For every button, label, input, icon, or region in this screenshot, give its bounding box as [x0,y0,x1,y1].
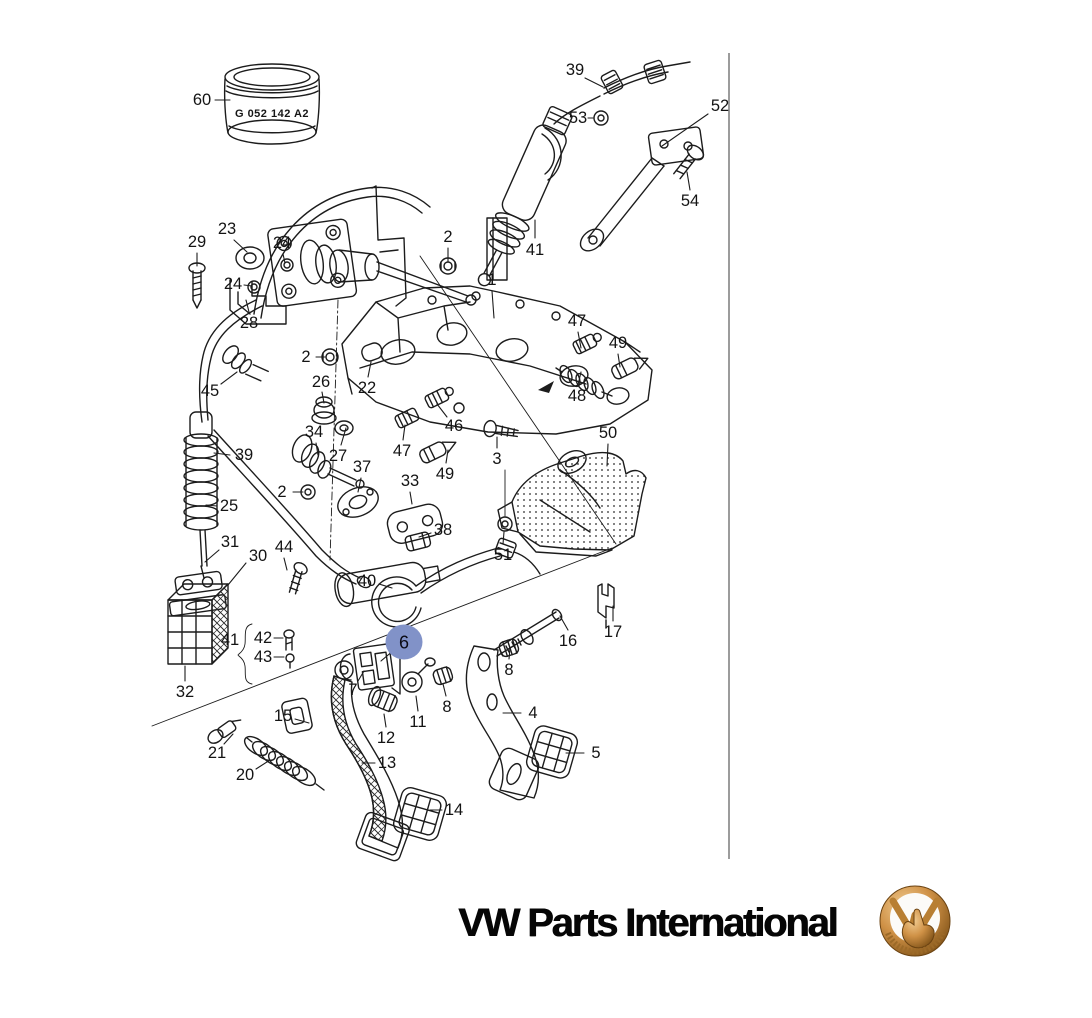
plate-33 [386,503,444,544]
leader-line-34 [315,442,319,456]
leader-line-54 [686,171,691,191]
pedal-spring-20 [207,697,325,791]
bracket-52 [579,126,705,252]
leader-line-47 [402,424,406,441]
leader-line-39 [213,452,231,456]
leader-line-24 [282,253,286,264]
booster-mount-plate [267,218,477,307]
bolt-3 [483,419,519,438]
reference-lines [151,255,617,727]
leader-line-48 [577,371,582,386]
clutch-hose-39 [553,59,691,125]
bolt-54 [673,144,705,180]
brake-pedal-4 [465,645,579,801]
leader-line-46 [436,403,448,418]
bolt-42 [283,629,295,651]
leader-line-8 [508,647,511,660]
pedal-shaft-16 [493,608,563,657]
leader-lines [184,77,709,811]
spring-48 [555,364,613,400]
grommet-23 [235,246,265,270]
pedal-bracket-frame [341,285,653,435]
leader-line-49 [445,449,449,464]
switch-47-left [394,407,420,429]
leader-line-25 [205,504,218,507]
brace-41-group [237,623,253,685]
leader-line-16 [559,615,569,631]
leader-line-30 [227,562,247,586]
clip-38 [404,531,432,552]
leader-line-24 [243,284,253,287]
brand-text: VW Parts International [458,901,839,945]
switch-46 [424,386,465,414]
relay-box-32 [167,583,229,665]
leader-line-7 [357,670,365,682]
cap-22 [361,342,383,362]
switch-49-left [419,441,457,464]
bushing-26 [311,396,337,425]
leader-line-44 [283,557,288,571]
leader-line-50 [606,443,609,467]
gasket-37 [337,486,379,518]
leader-line-27 [340,427,347,446]
leader-line-37 [357,477,362,493]
leader-line-11 [415,695,419,712]
switch-49-right [611,357,649,380]
leader-line-45 [220,371,238,385]
leader-line-12 [383,713,387,728]
clutch-pedal-13 [330,660,448,862]
ball-stud-43 [285,653,295,669]
brand-logo-vw-hand-badge [879,885,951,957]
nuts-24 [247,258,294,294]
leader-line-23 [233,239,248,253]
bolt-29 [188,262,206,309]
leader-line-40 [378,583,393,589]
leader-line-1 [491,290,495,319]
pushrod-cone-34 [291,434,365,489]
leader-line-15 [294,718,310,724]
leader-line-38 [418,532,432,538]
leader-line-52 [661,113,709,147]
clutch-slave-and-hose [288,537,541,628]
leader-line-47 [577,331,582,349]
can-label-text: G 052 142 A2 [235,108,309,120]
leader-line-22 [367,361,372,378]
leader-line-49 [617,353,621,368]
nut-53 [593,110,609,126]
support-bracket-50 [497,450,647,557]
leader-line-31 [204,549,220,563]
leader-line-21 [223,733,234,745]
leader-line-26 [321,391,325,404]
switch-47-right [572,332,602,355]
leader-line-39 [584,77,604,88]
leader-line-8 [442,683,447,697]
nut-51 [497,469,513,532]
bracket-28 [229,279,287,325]
leader-line-28 [245,299,250,313]
grease-can: G 052 142 A2 [223,63,321,145]
leader-line-20 [255,759,271,770]
shaft-clip-17 [597,583,615,629]
leader-line-51 [502,531,505,545]
leader-line-33 [409,491,413,505]
clutch-master-cylinder-41 [477,105,573,287]
